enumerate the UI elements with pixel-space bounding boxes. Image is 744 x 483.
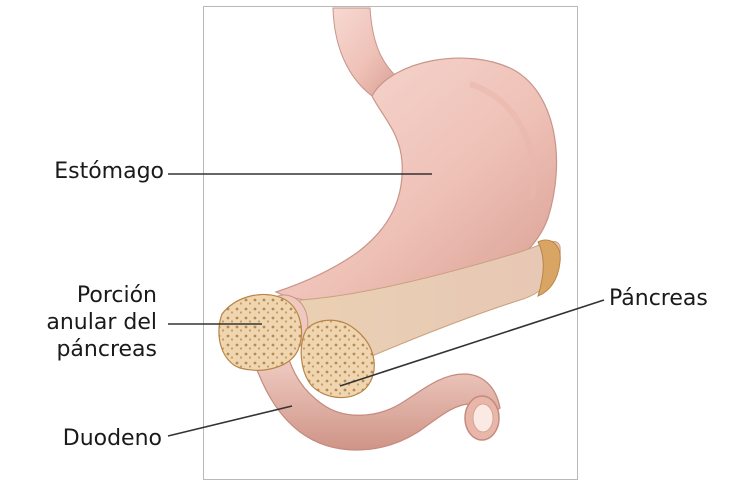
duodenum-shape	[252, 350, 500, 450]
annular-pancreas-shape	[219, 295, 302, 371]
duodenum-leader-line	[168, 406, 292, 436]
annular-pancreas-label-line-3: páncreas	[20, 336, 157, 363]
annular-pancreas-label-line-2: anular del	[20, 309, 157, 336]
annular-pancreas-label: Porción anular del páncreas	[20, 282, 157, 363]
stomach-label: Estómago	[24, 158, 164, 185]
pancreas-label: Páncreas	[609, 285, 708, 312]
annular-pancreas-label-line-1: Porción	[20, 282, 157, 309]
duodenum-label: Duodeno	[30, 425, 162, 452]
duodenum-lumen-shape	[473, 404, 493, 432]
